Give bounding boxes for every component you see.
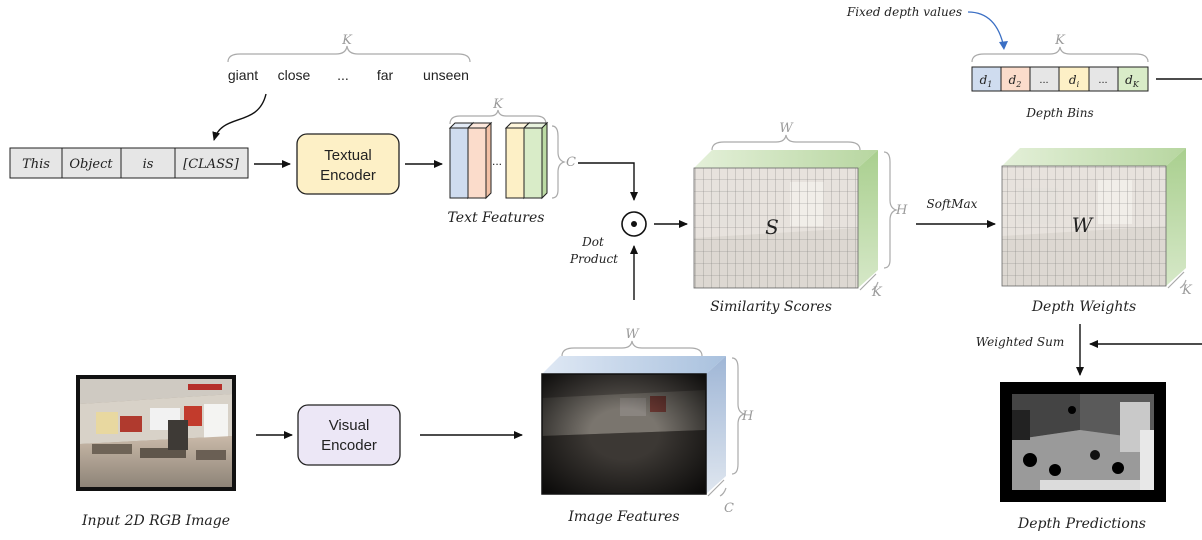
class-dots: ... — [337, 67, 349, 83]
brace-img-c — [707, 479, 727, 497]
dot-product-line2: Product — [569, 252, 618, 266]
depth-prediction-image — [1000, 382, 1166, 502]
brace-img-h — [731, 357, 746, 475]
image-features-label: Image Features — [567, 509, 679, 525]
bin-label-dk: dK — [1125, 73, 1140, 89]
brace-sim-k — [859, 273, 879, 291]
brace-sim-w — [711, 134, 861, 151]
bin-cell — [1029, 66, 1060, 92]
bin-cell — [1117, 66, 1149, 92]
arrow-textfeat-to-dot — [578, 162, 638, 201]
textfeat-dots: ... — [492, 154, 502, 168]
k-label-sim: K — [871, 285, 883, 300]
bin-label-dots2: ... — [1098, 74, 1107, 86]
w-label-img: W — [625, 327, 640, 342]
visual-encoder: Visual Encoder — [297, 404, 401, 466]
depth-predictions-label: Depth Predictions — [1017, 516, 1146, 532]
w-label-sim: W — [779, 121, 794, 136]
brace-bins — [971, 46, 1149, 63]
fixed-depth-arrowhead — [999, 41, 1008, 50]
c-label-textfeat: C — [566, 155, 576, 170]
depth-weights-symbol: W — [1072, 213, 1094, 237]
h-label-sim: H — [895, 203, 908, 218]
image-features-cube: W H C Image Features — [541, 327, 754, 525]
prompt-token-this: This — [22, 157, 50, 172]
similarity-cube: W S H K Similarity Scores — [693, 121, 908, 315]
dot-product: Dot Product — [569, 211, 647, 266]
arrow-class-to-prompt — [212, 93, 267, 141]
visual-encoder-line2: Encoder — [321, 437, 377, 454]
class-giant: giant — [228, 67, 258, 83]
class-close: close — [278, 67, 311, 83]
k-label-textfeat: K — [492, 97, 504, 112]
bin-label-d2: d2 — [1009, 73, 1022, 89]
text-features: K ... C Text Features — [448, 97, 576, 226]
depth-bins: K d1 d2 ... di ... dK Depth Bins — [971, 33, 1149, 120]
depth-weights-label: Depth Weights — [1031, 299, 1136, 315]
class-unseen: unseen — [423, 67, 469, 83]
brace-dw-k — [1167, 271, 1187, 289]
brace-classes — [227, 45, 471, 63]
bin-cell — [1058, 66, 1090, 92]
prompt-token-class: [CLASS] — [183, 157, 240, 172]
k-label-classes: K — [341, 33, 353, 48]
dot-product-line1: Dot — [581, 235, 604, 249]
brace-sim-h — [883, 151, 898, 269]
bin-label-dots: ... — [1039, 74, 1048, 86]
prompt-template: This Object is [CLASS] — [9, 147, 249, 179]
textual-encoder-line1: Textual — [324, 147, 372, 164]
brace-textfeat-k — [449, 109, 547, 125]
input-image-label: Input 2D RGB Image — [81, 513, 230, 529]
k-label-dw: K — [1181, 283, 1193, 298]
c-label-img: C — [724, 501, 734, 516]
k-label-bins: K — [1054, 33, 1066, 48]
brace-textfeat-c — [551, 125, 566, 199]
brace-img-w — [561, 340, 703, 357]
textual-encoder: Textual Encoder — [296, 133, 400, 195]
depth-bins-label: Depth Bins — [1025, 106, 1093, 120]
depth-weights-cube: W K Depth Weights — [1001, 148, 1193, 315]
similarity-symbol: S — [765, 215, 779, 239]
softmax-label: SoftMax — [927, 197, 978, 211]
bin-label-d1: d1 — [980, 73, 993, 89]
text-features-label: Text Features — [448, 210, 545, 226]
fixed-depth-arrow — [967, 11, 1005, 49]
input-rgb-image — [76, 375, 236, 491]
prompt-token-object: Object — [69, 157, 113, 172]
class-far: far — [377, 67, 394, 83]
class-words: K giant close ... far unseen — [212, 33, 471, 141]
visual-encoder-line1: Visual — [329, 417, 370, 434]
similarity-label: Similarity Scores — [710, 299, 832, 315]
bin-cell — [971, 66, 1002, 92]
bin-cell — [1088, 66, 1119, 92]
fixed-depth-label: Fixed depth values — [846, 5, 962, 19]
prompt-token-is: is — [143, 157, 154, 172]
bin-label-di: di — [1069, 73, 1080, 89]
h-label-img: H — [741, 409, 754, 424]
textual-encoder-line2: Encoder — [320, 167, 376, 184]
weighted-sum-label: Weighted Sum — [976, 335, 1064, 349]
